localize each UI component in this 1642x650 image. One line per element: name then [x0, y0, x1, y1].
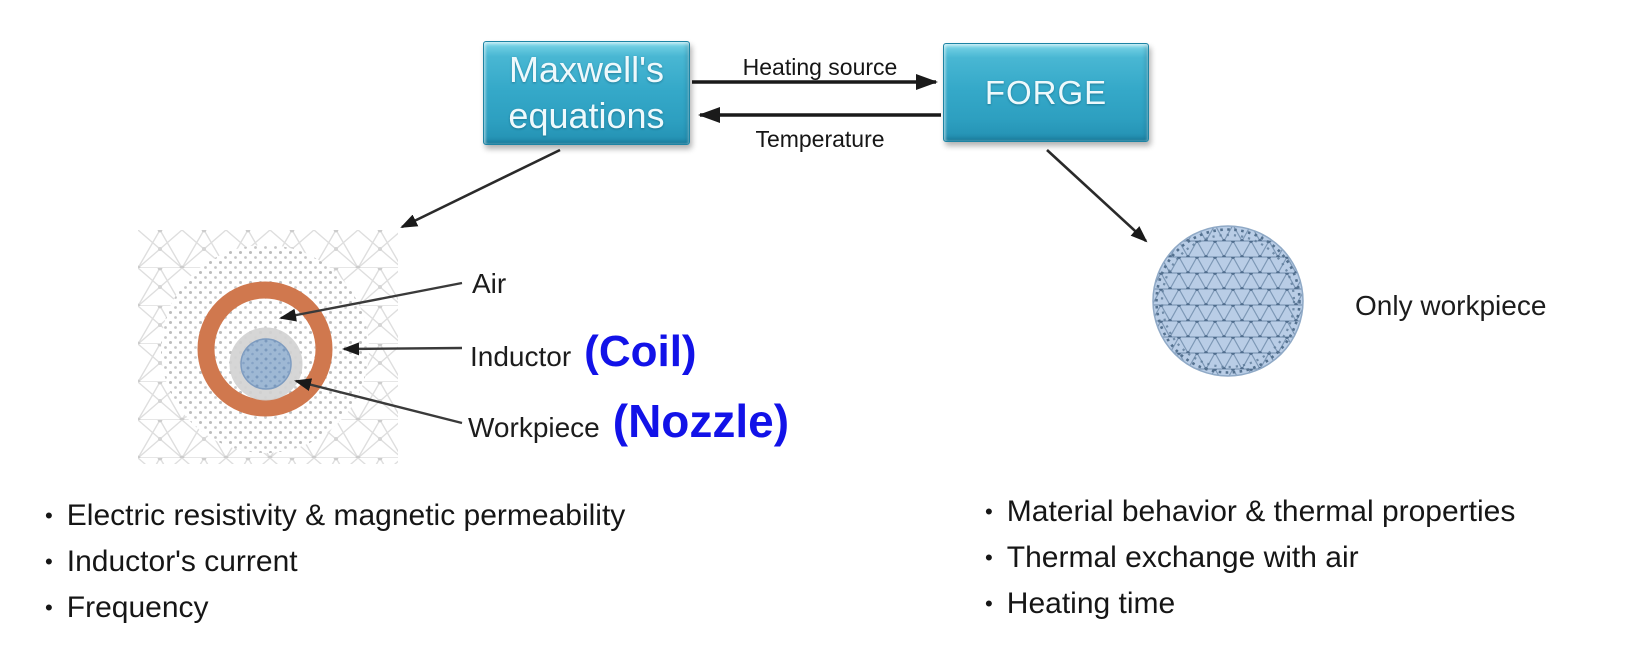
inductor-label: Inductor [470, 341, 572, 372]
rim-nodes [1155, 228, 1301, 374]
list-item: • Material behavior & thermal properties [985, 490, 1515, 536]
bullet-icon: • [985, 499, 993, 524]
maxwell-box-line1: Maxwell's [509, 48, 664, 90]
forge-to-workpiece-arrow [1046, 149, 1148, 243]
list-item: • Electric resistivity & magnetic permea… [45, 494, 625, 540]
temperature-arrow-label: Temperature [755, 126, 885, 152]
maxwell-equations-box: Maxwell's equations [483, 41, 690, 145]
list-item-text: Frequency [66, 591, 209, 624]
forge-inputs-list: • Material behavior & thermal properties… [985, 490, 1515, 628]
list-item: • Heating time [985, 582, 1515, 628]
list-item-text: Thermal exchange with air [1006, 541, 1359, 574]
forge-box-label: FORGE [984, 73, 1108, 111]
bullet-icon: • [985, 545, 993, 570]
inductor-label-row: Inductor (Coil) [470, 327, 697, 377]
em-domain-mesh-figure [138, 230, 398, 464]
heating-source-arrow-label: Heating source [742, 54, 898, 80]
list-item: • Frequency [45, 586, 625, 632]
nozzle-annotation: (Nozzle) [612, 395, 790, 447]
workpiece-mesh-figure [1152, 225, 1304, 377]
inductor-coil-ring [197, 281, 333, 417]
list-item: • Inductor's current [45, 540, 625, 586]
bullet-icon: • [45, 503, 53, 528]
workpiece-label: Workpiece [468, 412, 600, 443]
coil-annotation: (Coil) [584, 327, 697, 376]
list-item-text: Inductor's current [66, 545, 298, 578]
only-workpiece-caption: Only workpiece [1355, 290, 1547, 321]
workpiece-halo [229, 327, 303, 401]
maxwell-box-line2: equations [508, 95, 665, 136]
list-item: • Thermal exchange with air [985, 536, 1515, 582]
forge-box: FORGE [943, 43, 1149, 142]
list-item-text: Heating time [1006, 587, 1176, 620]
maxwell-to-mesh-arrow [400, 148, 561, 229]
list-item-text: Material behavior & thermal properties [1006, 495, 1516, 528]
bullet-icon: • [45, 549, 53, 574]
bullet-icon: • [45, 595, 53, 620]
bullet-icon: • [985, 591, 993, 616]
workpiece-label-row: Workpiece (Nozzle) [468, 394, 789, 448]
air-label: Air [472, 268, 507, 299]
list-item-text: Electric resistivity & magnetic permeabi… [66, 499, 626, 532]
maxwell-inputs-list: • Electric resistivity & magnetic permea… [45, 494, 625, 632]
